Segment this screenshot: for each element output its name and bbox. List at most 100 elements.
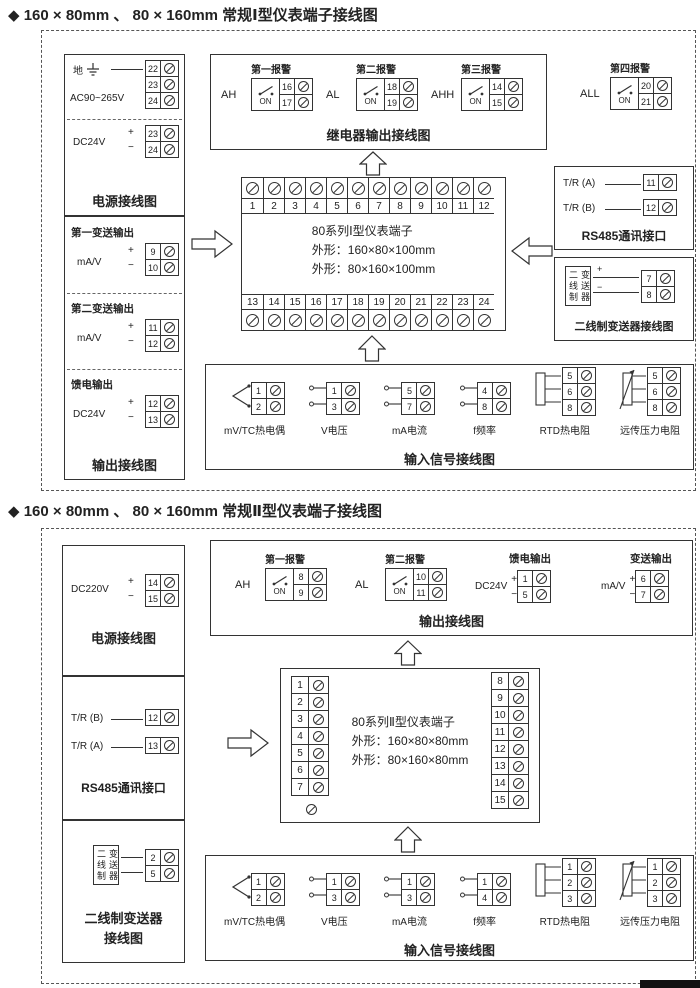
terminal-screw xyxy=(505,79,522,94)
terminal-cell: 4 xyxy=(305,178,326,213)
terminal-number: 3 xyxy=(648,891,663,906)
terminal-row: 4 xyxy=(477,889,510,905)
screw-icon xyxy=(477,313,491,327)
terminal-screw xyxy=(654,94,671,109)
terminal-number: 7 xyxy=(292,779,309,795)
output-box-caption: 输出接线图 xyxy=(91,458,157,473)
terminal-screw xyxy=(432,310,452,330)
screw-icon xyxy=(403,81,414,92)
terminal-screw xyxy=(400,79,417,94)
input-signal-label: RTD热电阻 xyxy=(539,426,590,437)
terminal-cell: 14 xyxy=(263,295,284,330)
terminal-number: 3 xyxy=(292,711,309,727)
terminal-number: 21 xyxy=(411,295,431,310)
section1-frame xyxy=(41,30,696,491)
two-wire-caption-line1: 二线制变送器 xyxy=(84,911,163,926)
terminal-number: 12 xyxy=(146,336,161,351)
screw-icon xyxy=(313,679,324,691)
screw-icon xyxy=(267,181,281,195)
screw-icon xyxy=(495,385,507,396)
terminal-number: 7 xyxy=(369,198,389,213)
terminal-screw xyxy=(242,178,263,198)
terminal-screw xyxy=(369,178,389,198)
terminal-row: 11 xyxy=(146,320,178,335)
screw-icon xyxy=(420,892,432,903)
terminal-screw xyxy=(309,585,326,600)
screw-icon xyxy=(435,313,449,327)
terminal-row: 15 xyxy=(146,590,178,606)
input-signal-label: mA电流 xyxy=(391,917,427,928)
screw-icon xyxy=(456,313,470,327)
terminal-row: 12 xyxy=(146,335,178,351)
screw-icon xyxy=(657,80,668,91)
terminal-screw xyxy=(663,859,680,874)
signal-wire xyxy=(605,209,641,210)
terminal-number: 12 xyxy=(644,200,659,215)
minus-mark: − xyxy=(128,336,134,347)
terminal-screw xyxy=(411,310,431,330)
terminal-row: 6 xyxy=(636,571,668,586)
screw-icon xyxy=(580,877,592,888)
terminal-number: 16 xyxy=(306,295,326,310)
output-group-label: mA/V xyxy=(77,257,102,268)
terminal-number: 10 xyxy=(146,260,161,275)
output-group-label: mA/V xyxy=(601,581,626,592)
signal-wire xyxy=(121,872,143,873)
terminal-screw xyxy=(657,287,674,302)
terminal-number: 2 xyxy=(146,850,161,865)
terminal-row: 1 xyxy=(518,571,550,586)
terminal-screw xyxy=(654,78,671,93)
screw-icon xyxy=(435,181,449,195)
rs485-line-label: T/R (A) xyxy=(71,741,104,752)
terminal-screw xyxy=(161,142,178,157)
screw-icon xyxy=(513,794,524,806)
relay-switch-icon xyxy=(258,85,273,95)
on-label: ON xyxy=(273,586,286,596)
terminal-row: 15 xyxy=(490,94,522,110)
relay-contact-cell: ON xyxy=(462,79,490,110)
input-signal-label: mV/TC热电偶 xyxy=(224,426,286,437)
terminal-screw xyxy=(651,571,668,586)
terminal-screw xyxy=(267,399,284,414)
screw-icon xyxy=(403,97,414,108)
rs485-terminal: 12 xyxy=(643,199,677,216)
terminal-screw xyxy=(161,396,178,411)
terminal-number: 6 xyxy=(648,384,663,399)
terminal-cell: 5 xyxy=(326,178,347,213)
terminal-screw xyxy=(161,320,178,335)
on-label: ON xyxy=(618,95,631,105)
terminal-row: 11 xyxy=(492,723,528,740)
minus-mark: − xyxy=(511,588,518,600)
screw-icon xyxy=(345,401,357,412)
alarm-code: AHH xyxy=(431,88,455,101)
screw-icon xyxy=(456,181,470,195)
terminal-screw xyxy=(417,383,434,398)
output-group-title: 第二变送输出 xyxy=(71,303,134,315)
terminal-row: 13 xyxy=(146,738,178,753)
terminal-screw xyxy=(509,741,528,757)
dc-polarity-marks: +− xyxy=(128,125,134,155)
terminal-number: 13 xyxy=(146,738,161,753)
f-symbol-icon xyxy=(459,869,477,910)
screw-icon xyxy=(665,877,677,888)
terminal-number: 11 xyxy=(453,198,473,213)
alarm-title: 第二报警 xyxy=(356,65,396,76)
terminal-number: 15 xyxy=(490,95,505,110)
